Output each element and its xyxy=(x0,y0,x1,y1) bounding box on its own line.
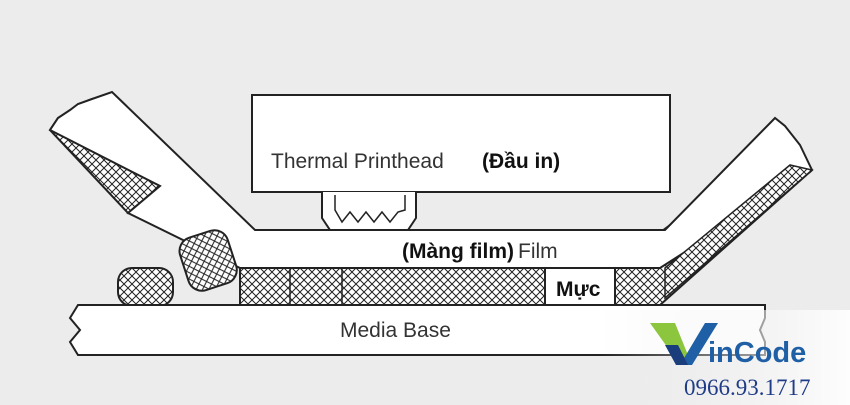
phone-number: 0966.93.1717 xyxy=(684,375,811,400)
ink-label: Mực xyxy=(556,278,601,301)
ink-residue-blob xyxy=(178,229,238,292)
wincode-logo: inCode xyxy=(650,323,806,369)
printhead-label: Thermal Printhead xyxy=(271,150,444,173)
logo-fade xyxy=(600,310,850,405)
media-base-label: Media Base xyxy=(340,319,451,342)
logo-text: inCode xyxy=(708,337,806,369)
heating-element-inner xyxy=(334,195,406,224)
logo-w-mark-dark xyxy=(665,345,688,365)
ink-strip-right-top xyxy=(664,164,814,300)
printhead-vi-label: (Đầu in) xyxy=(482,150,560,173)
logo-w-mark-blue xyxy=(680,323,718,365)
printhead-box xyxy=(251,94,671,193)
film-vi-label: (Màng film) xyxy=(402,240,514,263)
ink-residue-blob xyxy=(117,267,174,307)
heating-element xyxy=(321,192,417,231)
film-label: Film xyxy=(518,240,558,263)
